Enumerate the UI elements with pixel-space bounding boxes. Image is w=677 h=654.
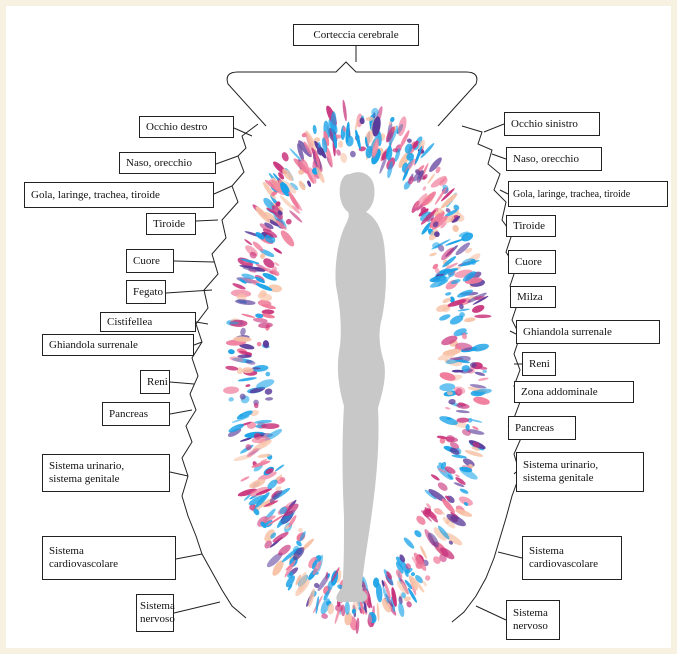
aura-streak xyxy=(459,488,469,495)
aura-streak xyxy=(338,140,343,147)
label-left-throat: Gola, laringe, trachea, tiroide xyxy=(24,182,214,208)
aura-streak xyxy=(238,376,257,382)
aura-streak xyxy=(406,138,412,144)
aura-streak xyxy=(240,475,250,482)
aura-streak xyxy=(464,317,476,323)
aura-streak xyxy=(445,407,451,410)
aura-streak xyxy=(478,377,489,382)
aura-streak xyxy=(244,238,253,245)
aura-streak xyxy=(273,247,283,255)
aura-streak xyxy=(474,314,491,318)
label-right-cardiovascular: Sistema cardiovascolare xyxy=(522,536,622,580)
aura-streak xyxy=(342,99,348,121)
aura-streak xyxy=(228,397,234,402)
label-right-nervous: Sistema nervoso xyxy=(506,600,560,640)
label-left-heart: Cuore xyxy=(126,249,174,273)
aura-streak xyxy=(354,129,362,150)
label-left-liver: Fegato xyxy=(126,280,166,304)
label-left-nervous: Sistema nervoso xyxy=(136,594,174,632)
label-left-right-eye: Occhio destro xyxy=(139,116,234,138)
aura-streak xyxy=(471,303,486,314)
aura-streak xyxy=(471,342,490,352)
aura-streak xyxy=(265,397,273,401)
label-right-urinary: Sistema urinario, sistema genitale xyxy=(516,452,644,492)
aura-streak xyxy=(429,252,437,257)
aura-streak xyxy=(402,536,415,550)
aura-streak xyxy=(439,383,455,392)
aura-streak xyxy=(424,574,431,581)
aura-streak xyxy=(450,357,463,360)
aura-streak xyxy=(279,228,297,248)
aura-streak xyxy=(285,218,293,226)
aura-streak xyxy=(297,180,306,192)
label-right-spleen: Milza xyxy=(510,286,556,308)
aura-streak xyxy=(376,603,380,622)
cortex-bracket xyxy=(227,62,477,126)
aura-streak xyxy=(458,308,470,312)
label-left-pancreas: Pancreas xyxy=(102,402,170,426)
label-left-urinary: Sistema urinario, sistema genitale xyxy=(42,454,170,492)
label-right-adrenal: Ghiandola surrenale xyxy=(516,320,660,344)
aura-streak xyxy=(413,529,423,539)
aura-streak xyxy=(274,464,285,472)
label-right-left-eye: Occhio sinistro xyxy=(504,112,600,136)
aura-streak xyxy=(241,313,255,319)
label-left-thyroid: Tiroide xyxy=(146,213,196,235)
aura-streak xyxy=(280,151,290,162)
label-right-abdominal: Zona addominale xyxy=(514,381,634,403)
aura-streak xyxy=(456,410,470,414)
label-left-adrenal: Ghiandola surrenale xyxy=(42,334,194,356)
aura-streak xyxy=(239,327,246,336)
aura-streak xyxy=(257,292,273,303)
aura-streak xyxy=(256,341,262,346)
aura-streak xyxy=(397,602,405,618)
label-left-nose-ear: Naso, orecchio xyxy=(119,152,216,174)
aura-streak xyxy=(225,365,238,371)
aura-streak xyxy=(421,580,427,588)
label-right-kidneys: Reni xyxy=(522,352,556,376)
aura-streak xyxy=(438,313,451,322)
aura-streak xyxy=(472,395,490,406)
diagram-panel: Corteccia cerebrale Occhio destro Naso, … xyxy=(6,6,671,648)
aura-streak xyxy=(405,600,412,608)
aura-streak xyxy=(482,370,487,373)
aura-streak xyxy=(427,156,443,174)
aura-streak xyxy=(223,386,239,394)
aura-streak xyxy=(258,322,273,329)
aura-streak xyxy=(264,388,273,396)
aura-streak xyxy=(297,527,303,533)
aura-streak xyxy=(265,372,270,377)
label-right-nose-ear: Naso, orecchio xyxy=(506,147,602,171)
aura-streak xyxy=(228,349,235,355)
aura-streak xyxy=(245,384,250,388)
human-silhouette xyxy=(335,172,386,602)
aura-streak xyxy=(312,125,317,135)
label-left-cardiovascular: Sistema cardiovascolare xyxy=(42,536,176,580)
aura-streak xyxy=(349,150,356,158)
label-right-thyroid: Tiroide xyxy=(506,215,556,237)
aura-streak xyxy=(451,224,460,233)
aura-streak xyxy=(430,473,440,481)
aura-streak xyxy=(445,292,452,297)
aura-streak xyxy=(422,186,427,191)
label-cerebral-cortex: Corteccia cerebrale xyxy=(293,24,419,46)
label-left-gallbladder: Cistifellea xyxy=(100,312,196,332)
label-right-throat: Gola, laringe, trachea, tiroide xyxy=(508,181,668,207)
aura-streak xyxy=(307,588,316,608)
label-right-pancreas: Pancreas xyxy=(508,416,576,440)
aura-streak xyxy=(452,370,464,373)
label-right-heart: Cuore xyxy=(508,250,556,274)
aura-streak xyxy=(345,601,350,614)
label-left-kidneys: Reni xyxy=(140,370,170,394)
aura-streak xyxy=(436,481,449,493)
aura-streak xyxy=(315,596,320,614)
aura-streak xyxy=(273,261,280,266)
